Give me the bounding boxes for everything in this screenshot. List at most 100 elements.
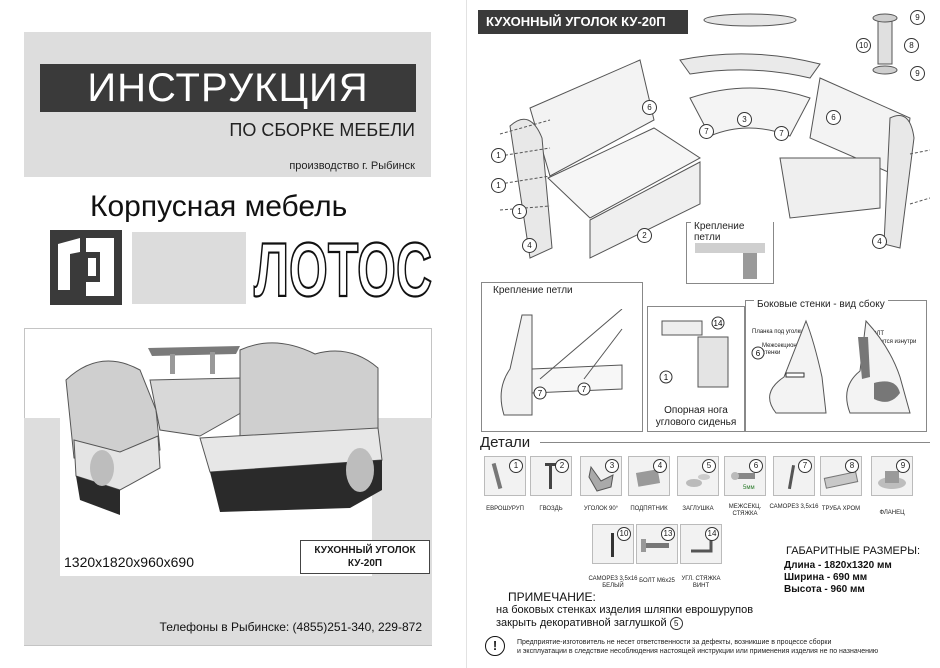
corner-leg-label: Опорная нога углового сиденья <box>648 405 744 429</box>
part-8-label: ТРУБА ХРОМ <box>821 506 861 512</box>
corner-leg-label-line1: Опорная нога <box>664 405 728 416</box>
part-13-number: 13 <box>661 527 675 541</box>
screw-icon <box>491 462 503 490</box>
hinge-left-drawing: 7 7 <box>500 309 623 416</box>
part-2-tile: 2 <box>530 456 572 496</box>
assembly-drawing <box>499 13 930 259</box>
overall-width: Ширина - 690 мм <box>784 572 868 583</box>
callout-3: 3 <box>737 112 752 127</box>
callout-6b: 6 <box>826 110 841 125</box>
svg-text:1: 1 <box>664 373 669 382</box>
callout-9: 9 <box>910 10 925 25</box>
side-walls-label: Боковые стенки - вид сбоку <box>754 299 888 310</box>
right-page-header: КУХОННЫЙ УГОЛОК КУ-20П <box>478 10 688 34</box>
part-5-number: 5 <box>702 459 716 473</box>
side-wall-note-1: Планка под уголки <box>752 329 804 335</box>
nail-icon <box>545 463 556 489</box>
corner-leg-label-line2: углового сиденья <box>655 417 737 428</box>
part-6-number: 6 <box>749 459 763 473</box>
part-14-number: 14 <box>705 527 719 541</box>
part-14-label: УГЛ. СТЯЖКА ВИНТ <box>681 576 721 589</box>
callout-1b: 1 <box>491 178 506 193</box>
note-line2: закрыть декоративной заглушкой 5 <box>496 617 753 630</box>
part-14-tile: 14 <box>680 524 722 564</box>
callout-8: 8 <box>904 38 919 53</box>
note-ref-number: 5 <box>669 617 683 630</box>
part-3-tile: 3 <box>580 456 622 496</box>
flange-icon <box>878 471 906 489</box>
part-8-number: 8 <box>845 459 859 473</box>
part-4-tile: 4 <box>628 456 670 496</box>
part-7-tile: 7 <box>773 456 815 496</box>
dimensions-text: 1320x1820x960x690 <box>64 554 195 570</box>
part-3-label: УГОЛОК 90° <box>583 506 619 512</box>
part-13-tile: 13 <box>636 524 678 564</box>
warning-icon: ! <box>485 636 505 656</box>
part-1-label: ЕВРОШУРУП <box>486 506 524 512</box>
side-wall-note-4: крепится изнутри <box>868 339 917 345</box>
part-4-number: 4 <box>653 459 667 473</box>
part-2-label: ГВОЗДЬ <box>539 506 563 512</box>
part-2-number: 2 <box>555 459 569 473</box>
part-5-tile: 5 <box>677 456 719 496</box>
svg-text:6: 6 <box>756 349 761 358</box>
part-3-number: 3 <box>605 459 619 473</box>
frame-fill-left <box>24 418 60 645</box>
hinge-top-drawing <box>695 243 765 279</box>
part-10-number: 10 <box>617 527 631 541</box>
corner-tie-icon <box>691 539 713 553</box>
callout-4b: 4 <box>872 234 887 249</box>
details-title: Детали <box>480 434 531 451</box>
product-name-line1: КУХОННЫЙ УГОЛОК <box>314 545 416 556</box>
part-6-extra: 5мм <box>743 485 755 491</box>
part-6-tile: 6 5мм <box>724 456 766 496</box>
phones-text: Телефоны в Рыбинске: (4855)251-340, 229-… <box>159 620 422 634</box>
overall-length: Длина - 1820х1320 мм <box>784 560 892 571</box>
part-9-label: ФЛАНЕЦ <box>879 510 905 516</box>
callout-2: 2 <box>637 228 652 243</box>
details-rule <box>540 442 930 443</box>
part-13-label: БОЛТ М6х25 <box>639 578 675 584</box>
chrome-tube-icon <box>823 471 859 489</box>
brand-name: ЛОТОС <box>254 232 432 304</box>
hinge-detail-top: Крепление петли <box>686 221 774 284</box>
hinge-label-top: Крепление петли <box>691 221 773 243</box>
part-1-tile: 1 <box>484 456 526 496</box>
product-name-line2: КУ-20П <box>347 558 383 569</box>
side-wall-note-2: Межсекционные стенки <box>762 343 808 356</box>
callout-7b: 7 <box>774 126 789 141</box>
callout-10: 10 <box>856 38 871 53</box>
page-title: ИНСТРУКЦИЯ <box>40 64 416 112</box>
brand-logo: ЛОТОС <box>253 232 433 304</box>
corner-leg-drawing: 14 1 <box>659 316 729 388</box>
part-7-label: САМОРЕЗ 3,5х16 <box>769 504 819 510</box>
self-tapping-screw-icon <box>787 465 796 490</box>
product-name-box: КУХОННЫЙ УГОЛОК КУ-20П <box>300 540 430 574</box>
part-6-label: МЕЖСЕКЦ. СТЯЖКА <box>728 504 762 517</box>
callout-4: 4 <box>522 238 537 253</box>
white-screw-icon <box>611 533 614 557</box>
sofa-photo <box>65 342 383 515</box>
callout-7: 7 <box>699 124 714 139</box>
hinge-detail-left: Крепление петли 7 7 <box>481 282 643 432</box>
frame-fill-bottom <box>60 576 432 645</box>
callout-1c: 1 <box>512 204 527 219</box>
note-text: на боковых стенках изделия шляпки еврошу… <box>496 604 753 630</box>
callout-6: 6 <box>642 100 657 115</box>
foot-pad-icon <box>635 469 661 487</box>
note-title: ПРИМЕЧАНИЕ: <box>508 590 596 604</box>
overall-dimensions-title: ГАБАРИТНЫЕ РАЗМЕРЫ: <box>786 545 920 557</box>
warning-text: Предприятие-изготовитель не несет ответс… <box>517 638 927 656</box>
part-5-label: ЗАГЛУШКА <box>682 506 714 512</box>
warning-line1: Предприятие-изготовитель не несет ответс… <box>517 639 832 646</box>
bolt-icon <box>641 539 669 552</box>
cap-plug-icon <box>686 474 710 487</box>
part-4-label: ПОДПЯТНИК <box>630 506 668 512</box>
page-subtitle: ПО СБОРКЕ МЕБЕЛИ <box>229 120 415 140</box>
part-10-tile: 10 <box>592 524 634 564</box>
part-7-number: 7 <box>798 459 812 473</box>
overall-height: Высота - 960 мм <box>784 584 865 595</box>
svg-text:7: 7 <box>582 385 587 394</box>
part-9-tile: 9 <box>871 456 913 496</box>
corner-leg-detail: 14 1 Опорная нога углового сиденья <box>647 306 745 432</box>
